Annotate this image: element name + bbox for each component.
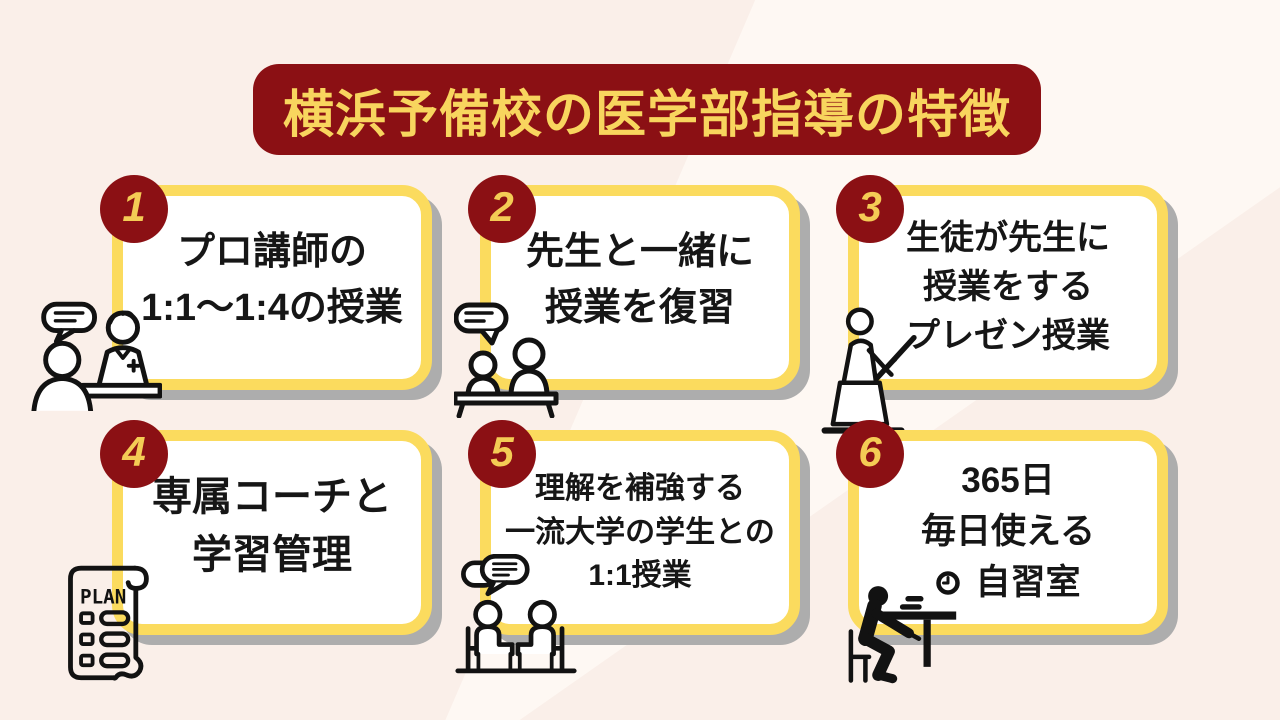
feature-card-1: 1 プロ講師の 1:1〜1:4の授業 (31, 175, 432, 411)
feature-card-5: 5 理解を補強する 一流大学の学生との 1:1授業 (455, 420, 800, 674)
card-text-line: 授業を復習 (544, 286, 735, 329)
card-number-badge: 2 (468, 175, 536, 243)
discussion-pair-icon (455, 554, 577, 674)
feature-card-3: 3 生徒が先生に 授業をする プレゼン授業 (821, 175, 1168, 434)
card-text-line: 365日 (961, 461, 1055, 501)
card-text-line: 学習管理 (192, 532, 352, 577)
card-text: 365日 毎日使える 自習室 (859, 441, 1157, 624)
card-text-line: プレゼン授業 (906, 317, 1110, 356)
plan-label: PLAN (80, 586, 126, 609)
card-text-line: 授業をする (923, 267, 1093, 306)
card-text-line: 自習室 (935, 558, 1081, 609)
card-text: 先生と一緒に 授業を復習 (491, 196, 789, 379)
feature-card-4: 4 専属コーチと 学習管理 PLAN (68, 420, 432, 681)
card-text-line-label: 自習室 (975, 562, 1081, 602)
card-text: 理解を補強する 一流大学の学生との 1:1授業 (491, 441, 789, 624)
card-number-badge: 3 (836, 175, 904, 243)
card-text: 専属コーチと 学習管理 (123, 441, 421, 624)
card-number-badge: 6 (836, 420, 904, 488)
card-frame (112, 430, 432, 635)
plan-scroll-icon: PLAN (68, 565, 149, 681)
teacher-and-student-icon (31, 301, 162, 411)
card-text-line: 1:1〜1:4の授業 (141, 286, 403, 329)
feature-card-6: 6 365日 毎日使える 自習室 (836, 420, 1168, 684)
card-text: プロ講師の 1:1〜1:4の授業 (123, 196, 421, 379)
card-text-line: 毎日使える (921, 512, 1095, 552)
card-text-line: 先生と一緒に (525, 231, 754, 274)
review-with-teacher-icon (454, 302, 559, 418)
presentation-pointer-icon (821, 307, 917, 434)
page-title: 横浜予備校の医学部指導の特徴 (282, 85, 1011, 143)
card-text: 生徒が先生に 授業をする プレゼン授業 (859, 196, 1157, 379)
card-text-line: 理解を補強する (535, 472, 745, 506)
card-number-badge: 4 (100, 420, 168, 488)
studying-at-desk-icon (848, 586, 957, 684)
card-text-line: 一流大学の学生との (505, 515, 775, 549)
clock-icon (936, 571, 961, 595)
card-text-line: 生徒が先生に (906, 218, 1110, 257)
card-number-badge: 5 (468, 420, 536, 488)
card-text-line: 1:1授業 (588, 559, 692, 593)
card-frame (848, 185, 1168, 390)
title-banner: 横浜予備校の医学部指導の特徴 (253, 64, 1041, 155)
card-text-line: プロ講師の (176, 231, 367, 274)
card-number-badge: 1 (100, 175, 168, 243)
card-text-line: 専属コーチと (152, 474, 392, 519)
feature-card-2: 2 先生と一緒に 授業を復習 (454, 175, 800, 418)
